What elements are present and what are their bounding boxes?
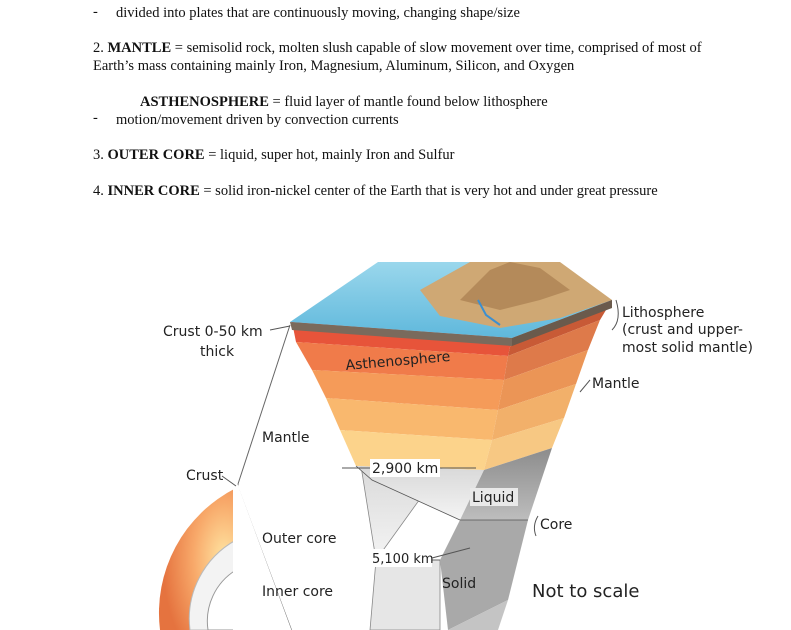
inner-core-term: INNER CORE [107,183,200,199]
outer-core-definition: 3. OUTER CORE = liquid, super hot, mainl… [93,147,454,164]
lithosphere-label: Lithosphere [622,305,704,321]
depth-2900-label: 2,900 km [372,461,438,477]
lithosphere-top [290,262,612,346]
lithosphere-desc-line2: most solid mantle) [622,340,753,356]
crust-range-label: Crust 0-50 km [163,324,263,340]
asthenosphere-term: ASTHENOSPHERE [140,94,269,110]
convection-bullet: motion/movement driven by convection cur… [116,112,399,128]
outer-core-def: = liquid, super hot, mainly Iron and Sul… [208,147,455,163]
diagram-labels: Crust 0-50 km thick Asthenosphere Lithos… [163,299,753,602]
outer-core-number: 3. [93,147,104,163]
earth-globe-inset [158,482,238,630]
depth-5100-label: 5,100 km [372,552,434,567]
mantle-number: 2. [93,40,104,56]
inner-core-definition: 4. INNER CORE = solid iron-nickel center… [93,183,658,200]
outer-core-term: OUTER CORE [107,147,205,163]
liquid-label: Liquid [472,490,514,506]
bullet-dash: - [93,110,98,126]
asthenosphere-def: = fluid layer of mantle found below lith… [272,94,548,110]
lithosphere-desc-line1: (crust and upper- [622,322,743,338]
not-to-scale-label: Not to scale [532,581,639,602]
inner-core-label: Inner core [262,584,333,600]
mantle-left-label: Mantle [262,430,310,446]
wedge-left-face [238,330,376,630]
mantle-right-label: Mantle [592,376,640,392]
inner-core-def: = solid iron-nickel center of the Earth … [203,183,658,199]
outer-core-label: Outer core [262,531,337,547]
plates-bullet: divided into plates that are continuousl… [116,5,520,21]
mantle-def: = semisolid rock, molten slush capable o… [174,40,702,56]
mantle-definition-line1: 2. MANTLE = semisolid rock, molten slush… [93,40,702,57]
crust-thick-label: thick [200,344,235,360]
asthenosphere-definition: ASTHENOSPHERE = fluid layer of mantle fo… [140,94,548,111]
mantle-definition-line2: Earth’s mass containing mainly Iron, Mag… [93,58,575,74]
core-label: Core [540,517,572,533]
inner-core-number: 4. [93,183,104,199]
bullet-dash: - [93,4,98,20]
mantle-term: MANTLE [107,40,172,56]
solid-label: Solid [442,576,476,592]
crust-label: Crust [186,468,224,484]
